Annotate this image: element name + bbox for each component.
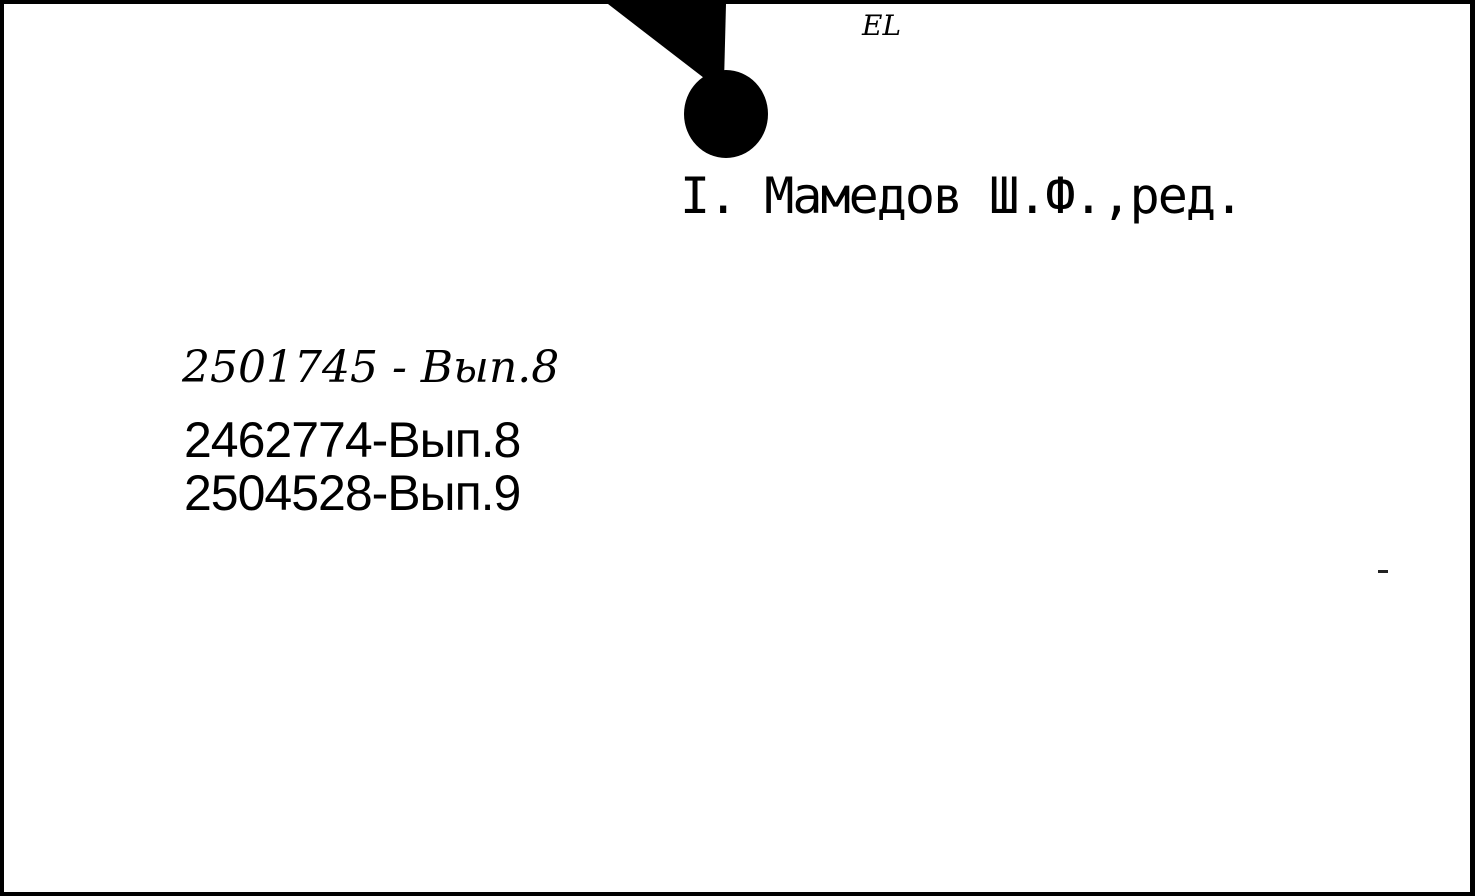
- typed-author-entry: I. Мамедов Ш.Ф.,ред.: [680, 167, 1244, 225]
- stray-mark: [1378, 570, 1388, 573]
- handwritten-call-number: 2501745 - Вып.8: [182, 342, 560, 393]
- stamped-call-numbers: 2462774-Вып.8 2504528-Вып.9: [184, 412, 521, 521]
- stamped-call-number-1: 2462774-Вып.8: [184, 412, 521, 468]
- catalog-card: EL I. Мамедов Ш.Ф.,ред. 2501745 - Вып.8 …: [4, 4, 1470, 892]
- handwritten-annotation-top: EL: [862, 9, 902, 42]
- stamped-call-number-2: 2504528-Вып.9: [184, 464, 521, 521]
